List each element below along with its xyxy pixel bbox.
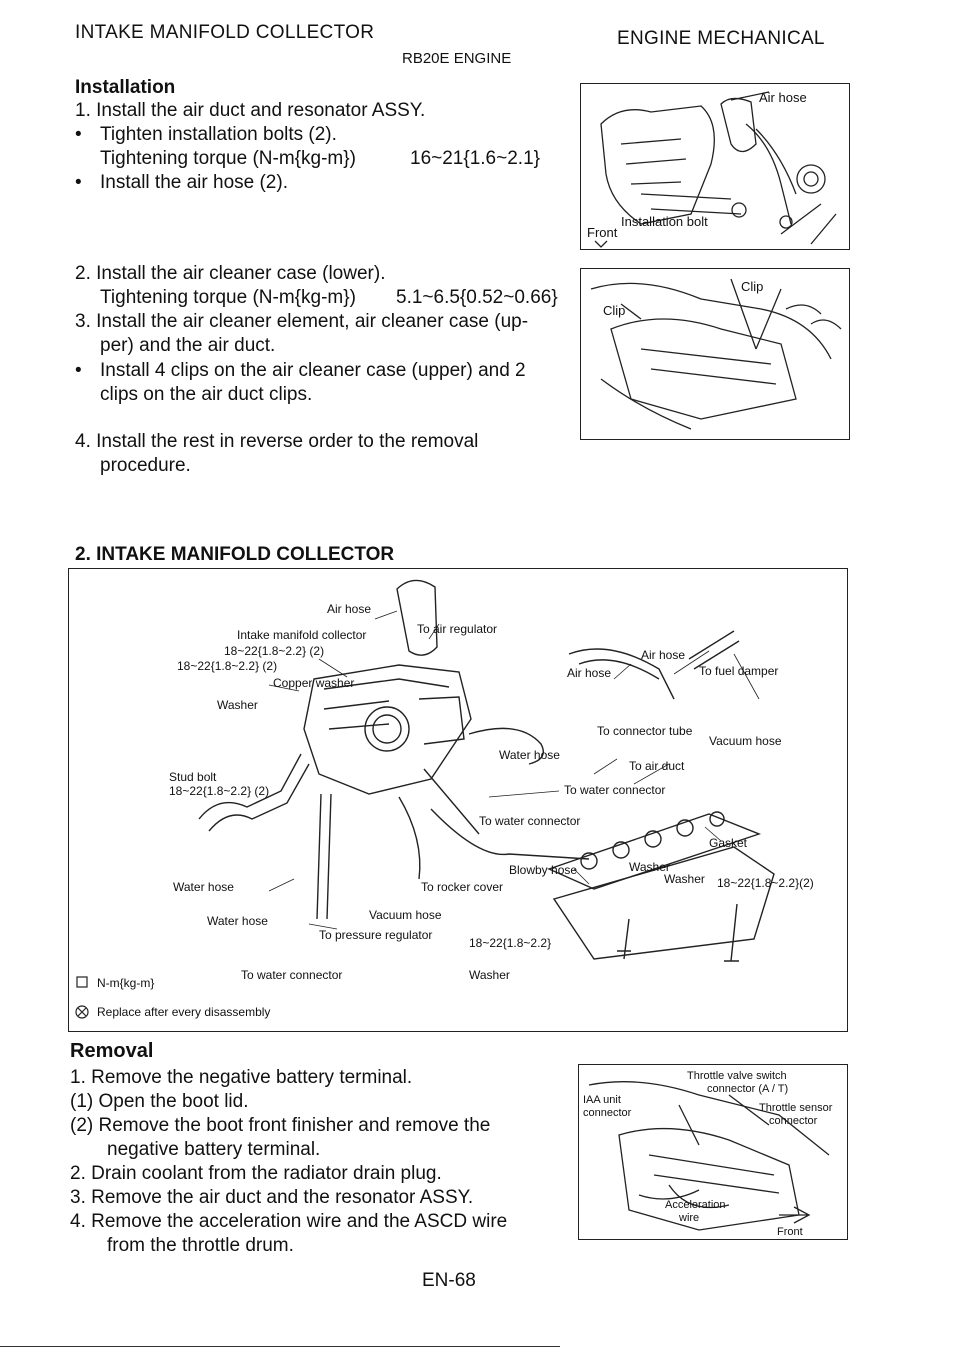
torque-value-2: 5.1~6.5{0.52~0.66}: [396, 287, 558, 308]
dl-to-rocker-cover: To rocker cover: [421, 880, 503, 894]
dl-to-pressure-regulator: To pressure regulator: [319, 928, 432, 942]
header-left: INTAKE MANIFOLD COLLECTOR: [75, 22, 375, 43]
label-accel-a: Acceleration: [665, 1199, 726, 1211]
label-front-3: Front: [777, 1226, 803, 1238]
dl-copper-washer: Copper washer: [273, 676, 354, 690]
dl-to-fuel-damper: To fuel damper: [699, 664, 778, 678]
dl-washer-2: Washer: [629, 860, 670, 874]
label-tvs-b: connector (A / T): [707, 1083, 788, 1095]
photo-air-hose: Air hose Front Installation bolt: [580, 83, 850, 250]
removal-step-1b: (2) Remove the boot front finisher and r…: [70, 1115, 491, 1136]
installation-bullet-2: Install the air hose (2).: [100, 172, 288, 193]
bullet-marker: •: [75, 172, 82, 193]
photo-clips: Clip Clip: [580, 268, 850, 440]
installation-bullet-3-cont: clips on the air duct clips.: [100, 384, 313, 405]
bullet-marker: •: [75, 360, 82, 381]
dl-vacuum-hose-right: Vacuum hose: [709, 734, 782, 748]
label-air-hose: Air hose: [759, 90, 807, 105]
dl-legend-replace: Replace after every disassembly: [97, 1005, 270, 1019]
dl-to-connector-tube: To connector tube: [597, 724, 693, 738]
removal-title: Removal: [70, 1040, 154, 1062]
torque-symbol-icon: [76, 976, 88, 988]
label-clip-right: Clip: [741, 279, 763, 294]
torque-label-2: Tightening torque (N-m{kg-m}): [100, 287, 356, 308]
installation-step-1: 1. Install the air duct and resonator AS…: [75, 100, 426, 121]
dl-to-water-connector-1: To water connector: [564, 783, 665, 797]
dl-legend-torque: N-m{kg-m}: [97, 976, 154, 990]
dl-water-hose-mid: Water hose: [499, 748, 560, 762]
installation-bullet-3: Install 4 clips on the air cleaner case …: [100, 360, 526, 381]
dl-washer-1: Washer: [217, 698, 258, 712]
removal-step-1a: (1) Open the boot lid.: [70, 1091, 249, 1112]
photo-throttle: Throttle valve switch connector (A / T) …: [578, 1064, 848, 1240]
label-tvs-a: Throttle valve switch: [687, 1070, 787, 1082]
removal-step-1b-cont: negative battery terminal.: [107, 1139, 321, 1160]
header-right: ENGINE MECHANICAL: [617, 28, 825, 49]
label-accel-b: wire: [678, 1212, 699, 1224]
dl-torque-low: 18~22{1.8~2.2}: [469, 936, 551, 950]
removal-step-4: 4. Remove the acceleration wire and the …: [70, 1211, 508, 1232]
removal-step-1: 1. Remove the negative battery terminal.: [70, 1067, 413, 1088]
page-number: EN-68: [422, 1270, 476, 1291]
dl-torque-b: 18~22{1.8~2.2} (2): [177, 659, 277, 673]
label-aac-b: connector: [583, 1107, 632, 1119]
dl-gasket: Gasket: [709, 836, 748, 850]
installation-step-3: 3. Install the air cleaner element, air …: [75, 311, 529, 332]
dl-intake-collector: Intake manifold collector: [237, 628, 366, 642]
installation-step-3-cont: per) and the air duct.: [100, 335, 276, 356]
removal-step-2: 2. Drain coolant from the radiator drain…: [70, 1163, 442, 1184]
dl-blowby-hose: Blowby hose: [509, 863, 577, 877]
label-installation-bolt: Installation bolt: [621, 214, 708, 229]
installation-step-4: 4. Install the rest in reverse order to …: [75, 431, 479, 452]
installation-title: Installation: [75, 77, 176, 98]
dl-washer-4: Washer: [469, 968, 510, 982]
label-front: Front: [587, 225, 618, 240]
dl-torque-right: 18~22{1.8~2.2}(2): [717, 876, 814, 890]
dl-stud-torque: 18~22{1.8~2.2} (2): [169, 784, 269, 798]
removal-step-4-cont: from the throttle drum.: [107, 1235, 294, 1256]
installation-step-2: 2. Install the air cleaner case (lower).: [75, 263, 386, 284]
dl-water-hose-low: Water hose: [207, 914, 268, 928]
dl-water-hose-left: Water hose: [173, 880, 234, 894]
replace-symbol-icon: [75, 1005, 89, 1019]
dl-to-water-connector-3: To water connector: [241, 968, 342, 982]
dl-air-hose-top: Air hose: [327, 602, 371, 616]
dl-washer-3: Washer: [664, 872, 705, 886]
installation-step-4-cont: procedure.: [100, 455, 191, 476]
installation-bullet-1: Tighten installation bolts (2).: [100, 124, 337, 145]
label-tps-b: connector: [769, 1115, 818, 1127]
footer-rule: [0, 1346, 560, 1347]
removal-step-3: 3. Remove the air duct and the resonator…: [70, 1187, 474, 1208]
dl-vacuum-hose-low: Vacuum hose: [369, 908, 442, 922]
torque-value-1: 16~21{1.6~2.1}: [410, 148, 540, 169]
front-arrow-icon: [594, 240, 608, 248]
dl-stud-bolt: Stud bolt: [169, 770, 217, 784]
bullet-marker: •: [75, 124, 82, 145]
dl-to-air-regulator: To air regulator: [417, 622, 497, 636]
dl-air-hose-right: Air hose: [641, 648, 685, 662]
label-clip-left: Clip: [603, 303, 625, 318]
header-engine: RB20E ENGINE: [402, 50, 512, 67]
label-tps-a: Throttle sensor: [759, 1102, 833, 1114]
dl-to-water-connector-2: To water connector: [479, 814, 580, 828]
dl-torque-a: 18~22{1.8~2.2} (2): [224, 644, 324, 658]
dl-air-hose-mid: Air hose: [567, 666, 611, 680]
torque-label-1: Tightening torque (N-m{kg-m}): [100, 148, 356, 169]
section-title: 2. INTAKE MANIFOLD COLLECTOR: [75, 544, 395, 565]
intake-diagram-frame: Air hose To air regulator Intake manifol…: [68, 568, 848, 1032]
dl-to-air-duct: To air duct: [629, 759, 685, 773]
label-aac-a: IAA unit: [583, 1094, 621, 1106]
